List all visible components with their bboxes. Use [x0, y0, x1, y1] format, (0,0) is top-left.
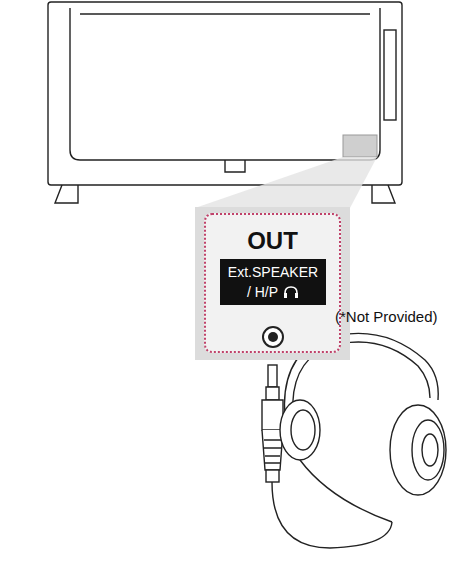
- headphones: [272, 333, 446, 548]
- port-label-box: Ext.SPEAKER / H/P: [220, 259, 326, 305]
- port-label: Ext.SPEAKER / H/P: [228, 264, 318, 300]
- port-highlight: [343, 135, 377, 157]
- zoom-callout: [195, 157, 377, 208]
- headphone-icon: [283, 285, 299, 299]
- note-label: (*Not Provided): [335, 308, 438, 325]
- port-heading: OUT: [195, 227, 350, 255]
- port-panel: OUT Ext.SPEAKER / H/P: [195, 207, 350, 360]
- audio-jack: [261, 325, 285, 349]
